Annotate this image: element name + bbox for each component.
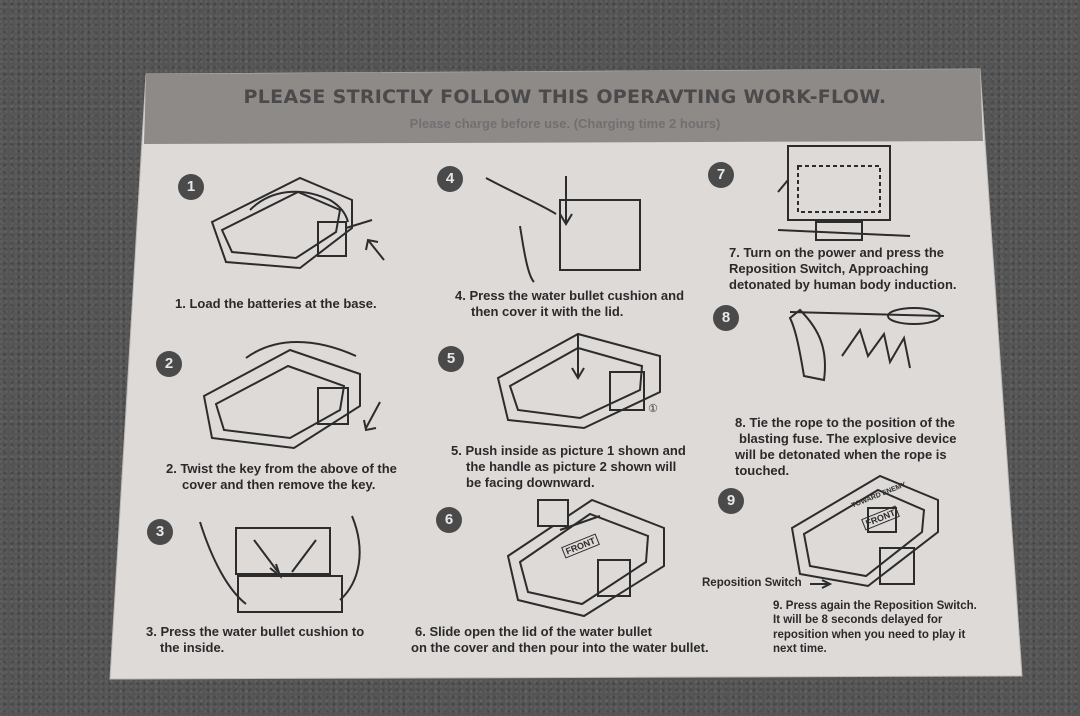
- step-2-line-1: 2. Twist the key from the above of the: [166, 461, 397, 476]
- step-4-text: 4. Press the water bullet cushion and th…: [455, 288, 684, 320]
- header-subtitle: Please charge before use. (Charging time…: [409, 116, 721, 131]
- step-5-line-2: the handle as picture 2 shown will: [466, 459, 677, 475]
- step-6-line-1: 6. Slide open the lid of the water bulle…: [415, 624, 652, 639]
- step-8-text: 8. Tie the rope to the position of the b…: [735, 415, 956, 479]
- step-5-text: 5. Push inside as picture 1 shown and th…: [451, 443, 686, 491]
- step-7-line-1: 7. Turn on the power and press the: [729, 245, 945, 260]
- step-badges: [147, 162, 744, 545]
- illustration-step-4: [485, 176, 641, 283]
- step-badge-9: 9: [726, 492, 736, 509]
- step-7-text: 7. Turn on the power and press the Repos…: [729, 245, 957, 293]
- step-5-line-3: be facing downward.: [466, 475, 595, 491]
- illustration-step-1: [210, 176, 385, 270]
- step-4-line-1: 4. Press the water bullet cushion and: [455, 288, 685, 303]
- step-badge-3: 3: [155, 523, 165, 540]
- step-7-line-2: Reposition Switch, Approaching: [729, 261, 929, 277]
- header-banner: [144, 69, 983, 144]
- step-9-line-4: next time.: [773, 642, 827, 655]
- step-5-line-1: 5. Push inside as picture 1 shown and: [451, 443, 686, 458]
- step-8-line-2: blasting fuse. The explosive device: [739, 431, 957, 447]
- step-6-text: 6. Slide open the lid of the water bulle…: [411, 624, 709, 656]
- step-7-line-3: detonated by human body induction.: [729, 277, 957, 293]
- step-8-line-4: touched.: [735, 463, 790, 479]
- step-8-line-1: 8. Tie the rope to the position of the: [735, 415, 956, 430]
- step-9-line-2: It will be 8 seconds delayed for: [773, 614, 943, 627]
- step-badge-5: 5: [446, 350, 456, 367]
- step-3-line-2: the inside.: [160, 640, 225, 656]
- illustration-step-6: [506, 498, 665, 618]
- step-badge-7: 7: [716, 166, 726, 183]
- illustration-step-5: [496, 332, 661, 430]
- step-badge-8: 8: [721, 309, 731, 326]
- step-8-line-3: will be detonated when the rope is: [735, 447, 947, 463]
- step-2-text: 2. Twist the key from the above of the c…: [166, 461, 397, 493]
- circle-one-label: ①: [648, 402, 658, 415]
- step-9-line-1: 9. Press again the Reposition Switch.: [773, 600, 977, 612]
- step-badge-2: 2: [164, 355, 174, 372]
- step-badge-6: 6: [444, 511, 454, 528]
- illustration-step-7: [777, 145, 911, 241]
- step-6-line-2: on the cover and then pour into the wate…: [411, 640, 709, 656]
- step-badge-4: 4: [445, 170, 455, 187]
- illustration-step-8: [788, 307, 945, 382]
- step-1-text: 1. Load the batteries at the base.: [175, 296, 377, 312]
- header-title: PLEASE STRICTLY FOLLOW THIS OPERAVTING W…: [243, 86, 887, 108]
- step-2-line-2: cover and then remove the key.: [182, 477, 376, 493]
- reposition-switch-callout: Reposition Switch: [702, 577, 802, 589]
- illustration-step-2: [202, 341, 381, 450]
- illustration-step-3: [199, 515, 361, 613]
- step-3-text: 3. Press the water bullet cushion to the…: [146, 624, 364, 656]
- illustration-step-9: [790, 474, 939, 589]
- step-1-line-1: 1. Load the batteries at the base.: [175, 296, 377, 311]
- step-badge-1: 1: [186, 178, 196, 195]
- step-3-line-1: 3. Press the water bullet cushion to: [146, 624, 365, 639]
- step-9-line-3: reposition when you need to play it: [773, 628, 966, 641]
- step-4-line-2: then cover it with the lid.: [471, 304, 624, 320]
- step-9-text: 9. Press again the Reposition Switch. It…: [773, 599, 977, 656]
